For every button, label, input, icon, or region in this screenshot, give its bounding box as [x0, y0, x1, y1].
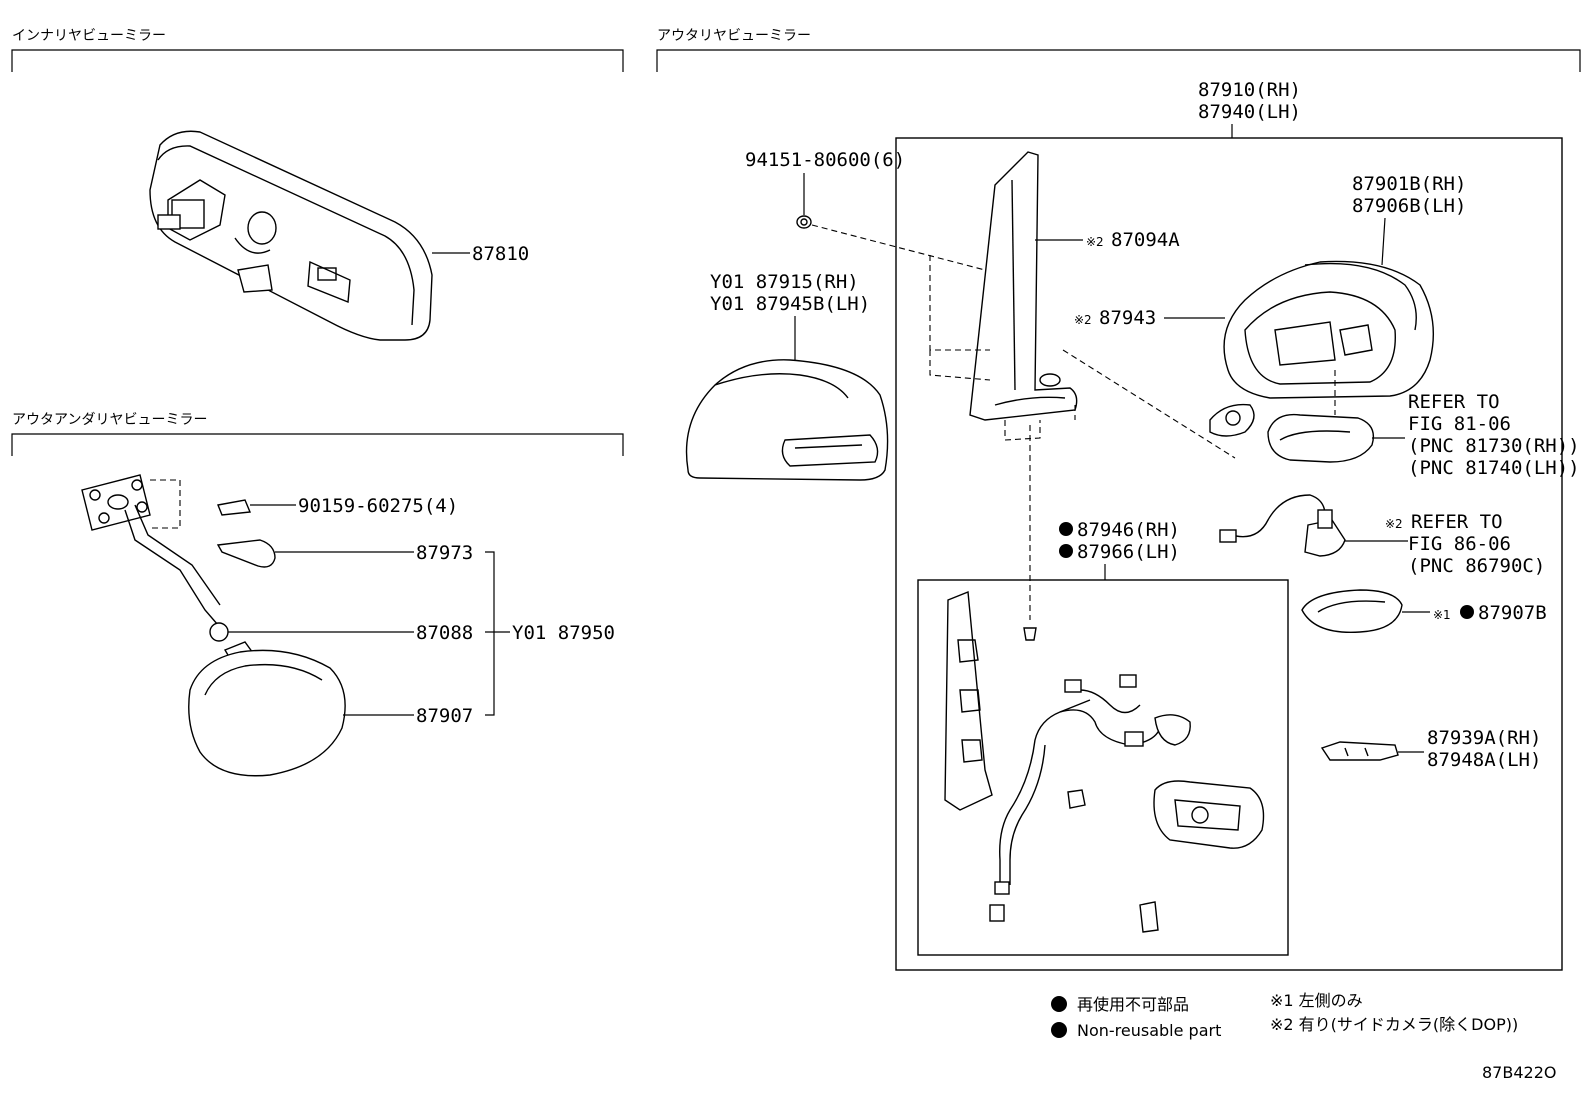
part-87906b-lh: 87906B(LH)	[1352, 195, 1466, 217]
assy-frame-87910	[895, 137, 1563, 971]
under-mirror-drawing	[81, 474, 346, 777]
part-87966-lh: 87966(LH)	[1077, 541, 1180, 563]
inner-mirror-drawing	[149, 130, 433, 341]
refer1-line3: (PNC 81730(RH))	[1408, 435, 1580, 457]
legend: 再使用不可部品 Non-reusable part ※1 左側のみ ※2 有り(…	[1051, 991, 1518, 1040]
non-reusable-dot-87966	[1059, 544, 1073, 558]
cover-drawing	[685, 359, 889, 481]
part-87946-rh: 87946(RH)	[1077, 519, 1180, 541]
part-87910-rh: 87910(RH)	[1198, 79, 1301, 101]
camera-drawing	[1219, 494, 1346, 557]
bracket-drawing	[929, 151, 1078, 441]
legend-dot-en	[1051, 1022, 1067, 1038]
leader-87901b	[1381, 217, 1386, 266]
clip-drawing	[1320, 741, 1399, 761]
housing-drawing	[1209, 260, 1435, 463]
part-87901b-rh: 87901B(RH)	[1352, 173, 1466, 195]
section-title-outer-mirror: アウタリヤビューミラー	[657, 28, 811, 44]
section-bracket-outer	[656, 49, 1581, 72]
part-87907b: 87907B	[1478, 602, 1547, 624]
note-1: ※1 左側のみ	[1270, 991, 1363, 1010]
sub-assy-frame-87946	[917, 579, 1289, 956]
mark-87907b: ※1	[1433, 608, 1451, 622]
part-y01-87950: Y01 87950	[512, 622, 615, 644]
part-87907: 87907	[416, 705, 473, 727]
legend-non-reusable-en: Non-reusable part	[1077, 1021, 1221, 1040]
non-reusable-dot-87907b	[1460, 605, 1474, 619]
refer2-line3: (PNC 86790C)	[1408, 555, 1545, 577]
part-y01-87945b-lh: Y01 87945B(LH)	[710, 293, 870, 315]
figure-code: 87B422O	[1482, 1063, 1556, 1082]
legend-dot-jp	[1051, 996, 1067, 1012]
mark-87943: ※2	[1074, 313, 1092, 327]
part-90159-60275: 90159-60275(4)	[298, 495, 458, 517]
part-87943: 87943	[1099, 307, 1156, 329]
part-87094a: 87094A	[1111, 229, 1180, 251]
section-title-inner-mirror: インナリヤビューミラー	[12, 28, 166, 44]
part-94151-80600: 94151-80600(6)	[745, 149, 905, 171]
part-87948a-lh: 87948A(LH)	[1427, 749, 1541, 771]
assy-bracket-87950	[485, 551, 510, 716]
part-87810: 87810	[472, 243, 529, 265]
part-y01-87915-rh: Y01 87915(RH)	[710, 271, 859, 293]
refer2-line2: FIG 86-06	[1408, 533, 1511, 555]
part-87973: 87973	[416, 542, 473, 564]
sub-assy-drawing	[944, 591, 1265, 933]
section-title-under-mirror: アウタアンダリヤビューミラー	[12, 412, 207, 428]
note-2: ※2 有り(サイドカメラ(除くDOP))	[1270, 1015, 1518, 1034]
dash-bracket-housing	[1062, 349, 1236, 459]
legend-non-reusable-jp: 再使用不可部品	[1077, 995, 1189, 1014]
dash-nut-bracket	[811, 224, 986, 271]
part-87940-lh: 87940(LH)	[1198, 101, 1301, 123]
refer1-line1: REFER TO	[1408, 391, 1500, 413]
section-bracket-inner	[11, 49, 624, 72]
non-reusable-dot-87946	[1059, 522, 1073, 536]
part-87939a-rh: 87939A(RH)	[1427, 727, 1541, 749]
refer1-line2: FIG 81-06	[1408, 413, 1511, 435]
glass-drawing	[1301, 589, 1403, 634]
part-87088: 87088	[416, 622, 473, 644]
nut-drawing	[796, 215, 812, 229]
refer2-mark: ※2	[1385, 517, 1403, 531]
refer2-line1: REFER TO	[1411, 511, 1503, 533]
section-bracket-under	[11, 433, 624, 456]
mark-87094a: ※2	[1086, 235, 1104, 249]
refer1-line4: (PNC 81740(LH))	[1408, 457, 1580, 479]
